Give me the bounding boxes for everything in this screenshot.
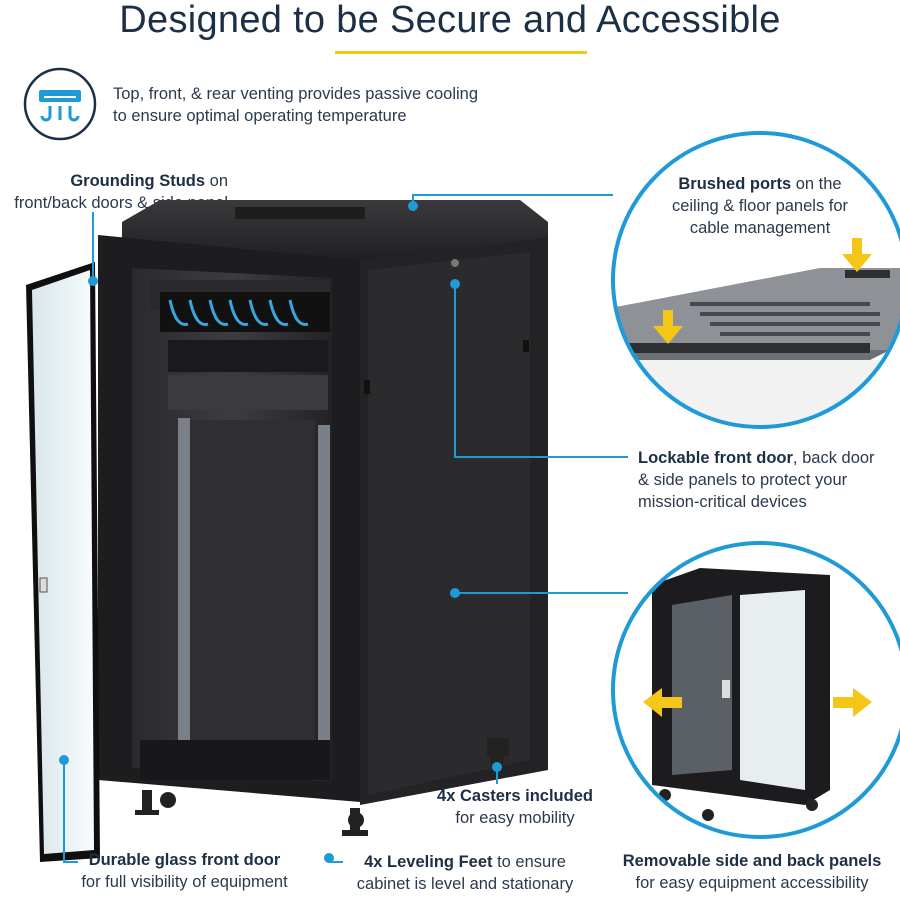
left-arrow-icon [643, 688, 682, 717]
leveling-rest: to ensure [492, 853, 566, 871]
glass-front-door [26, 262, 100, 862]
glass-door-line-2: for full visibility of equipment [81, 873, 288, 891]
casters-line-2: for easy mobility [455, 809, 575, 827]
leveling-text: 4x Leveling Feet to ensure cabinet is le… [345, 851, 585, 895]
lockable-line-3: mission-critical devices [638, 493, 807, 511]
cabinet-side-panel [360, 238, 548, 805]
vent-icon [23, 67, 97, 141]
cabinet-feet [135, 738, 509, 836]
removable-panels-zoom [611, 541, 900, 839]
callout-dots [59, 201, 502, 863]
ports-line-3: cable management [689, 219, 831, 237]
lockable-text: Lockable front door, back door & side pa… [638, 447, 898, 513]
down-arrow-icon-2 [842, 238, 872, 272]
lockable-line-2: & side panels to protect your [638, 471, 848, 489]
casters-line-1: 4x Casters included [437, 787, 593, 805]
removable-text: Removable side and back panels for easy … [607, 850, 897, 894]
leveling-line-2: cabinet is level and stationary [356, 875, 574, 893]
leveling-bold: 4x Leveling Feet [364, 853, 493, 871]
title-underline [335, 51, 587, 54]
ports-line-2: ceiling & floor panels for [671, 197, 849, 215]
callout-lines [63, 194, 628, 863]
venting-text: Top, front, & rear venting provides pass… [113, 83, 533, 127]
removable-line-1: Removable side and back panels [622, 852, 882, 870]
ports-rest: on the [791, 175, 842, 193]
venting-line-2: to ensure optimal operating temperature [113, 107, 407, 125]
lockable-rest: , back door [792, 449, 875, 467]
grounding-text: Grounding Studs on front/back doors & si… [0, 170, 228, 214]
casters-text: 4x Casters included for easy mobility [425, 785, 605, 829]
right-arrow-icon [833, 688, 872, 717]
lockable-bold: Lockable front door [638, 449, 793, 467]
network-cables [168, 299, 309, 326]
page-title: Designed to be Secure and Accessible [119, 0, 781, 41]
removable-line-2: for easy equipment accessibility [635, 874, 869, 892]
glass-door-line-1: Durable glass front door [88, 851, 281, 869]
grounding-rest: on [205, 172, 228, 190]
down-arrow-icon [653, 310, 683, 344]
grounding-bold: Grounding Studs [70, 172, 206, 190]
glass-door-text: Durable glass front door for full visibi… [62, 849, 307, 893]
cabinet-front [98, 235, 360, 802]
venting-line-1: Top, front, & rear venting provides pass… [113, 85, 479, 103]
ports-bold: Brushed ports [678, 175, 792, 193]
ports-text: Brushed ports on the ceiling & floor pan… [620, 173, 900, 239]
cabinet-top [122, 200, 548, 262]
